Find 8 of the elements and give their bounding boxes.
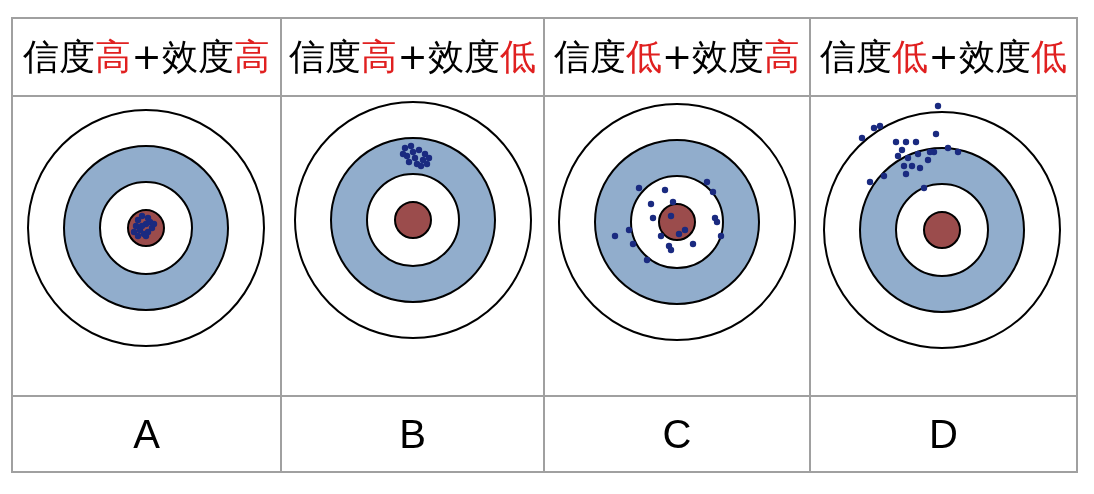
option-letter: B <box>399 411 426 457</box>
column-heading: 信度高+效度高 <box>23 34 270 79</box>
option-letter: D <box>929 411 958 457</box>
option-letter: C <box>662 411 692 457</box>
column-heading: 信度低+效度低 <box>820 34 1067 79</box>
option-letter: A <box>133 411 160 457</box>
column-heading: 信度高+效度低 <box>289 34 536 79</box>
column-heading: 信度低+效度高 <box>553 34 801 79</box>
